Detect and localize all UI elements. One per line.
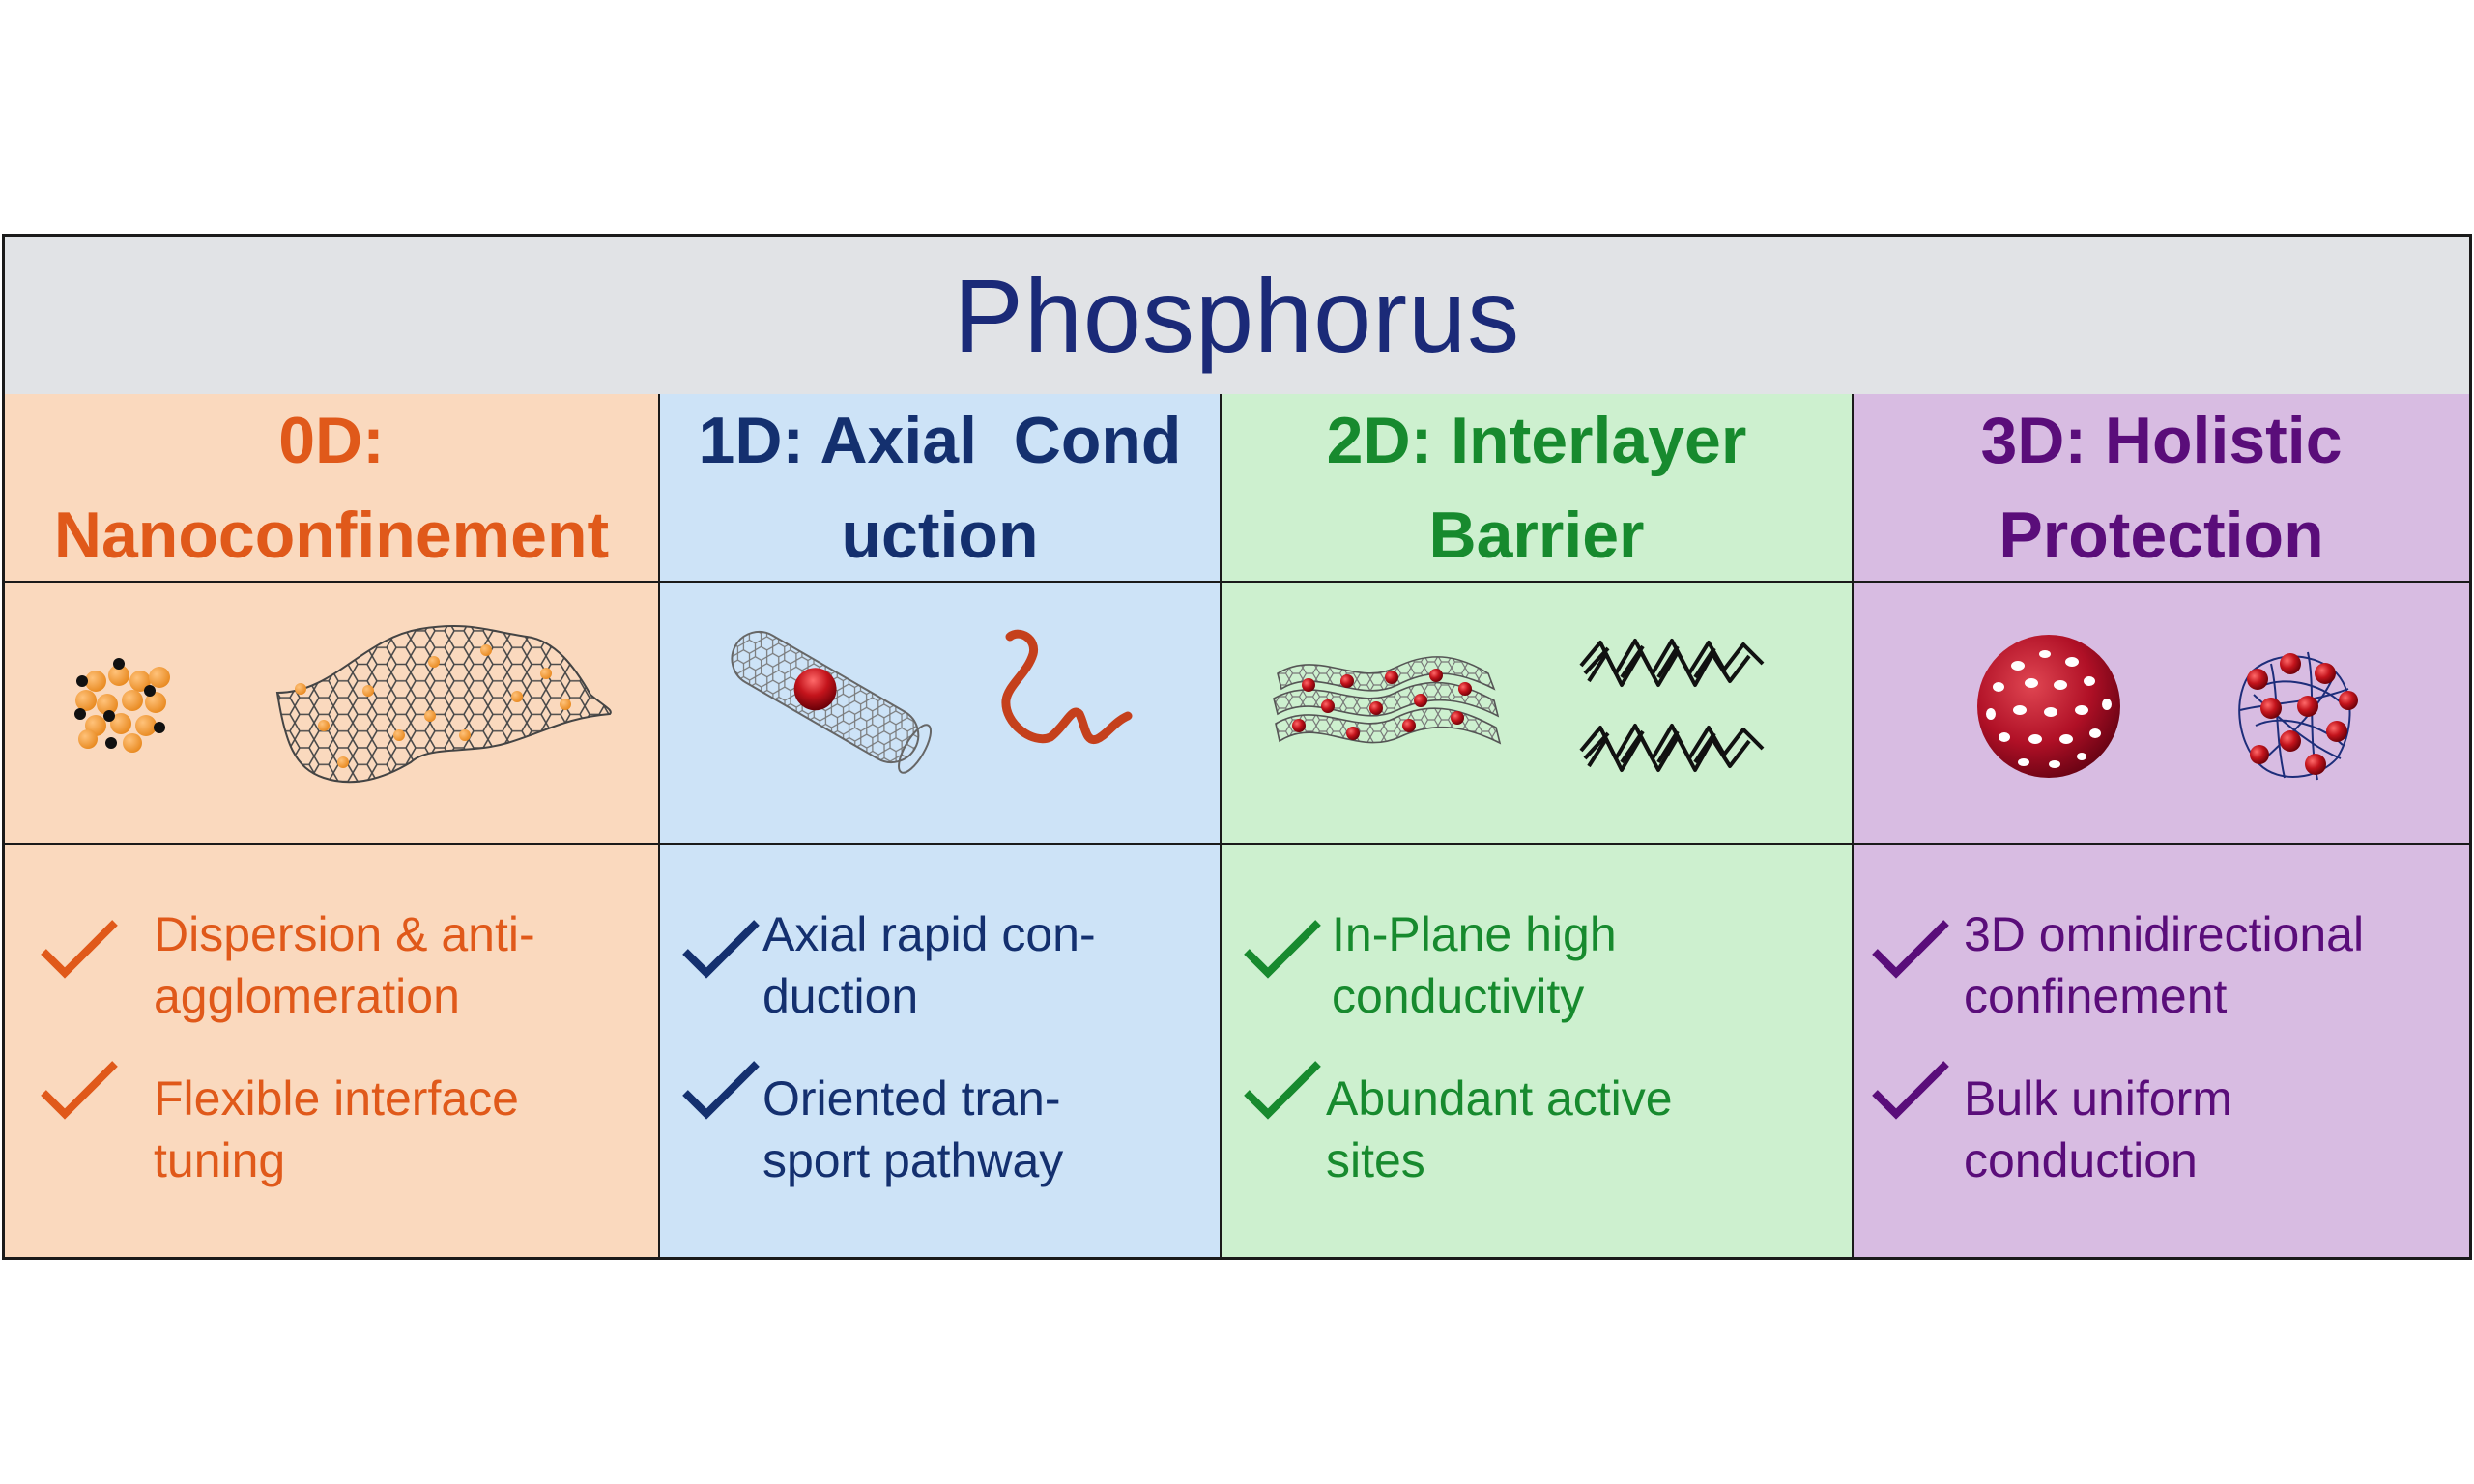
checkmark-icon bbox=[1244, 1061, 1321, 1120]
column-1d: 1D: Axial Cond uction Ax bbox=[658, 394, 1220, 1257]
nanoparticle-cluster-icon bbox=[74, 658, 170, 753]
list-item-text: Abundant active sites bbox=[1326, 1071, 1673, 1187]
column-title-2d: 2D: Interlayer Barrier bbox=[1222, 394, 1852, 583]
list-item-text: Oriented tran- sport pathway bbox=[762, 1071, 1064, 1187]
checkmark-icon bbox=[1244, 920, 1321, 979]
column-title-line2: Barrier bbox=[1428, 498, 1645, 572]
column-title-line2: Nanoconfinement bbox=[53, 498, 610, 572]
image-cell-1d bbox=[660, 581, 1220, 845]
list-item-text: Bulk uniform conduction bbox=[1964, 1071, 2232, 1187]
checkmark-icon bbox=[682, 1061, 760, 1120]
image-cell-0d bbox=[5, 581, 658, 845]
column-title-1d: 1D: Axial Cond uction bbox=[660, 394, 1220, 583]
column-3d: 3D: Holistic Protection bbox=[1852, 394, 2469, 1257]
carbon-nanotube-with-particle-icon bbox=[731, 631, 932, 774]
column-title-line2: Protection bbox=[1999, 498, 2324, 572]
column-title-line2: uction bbox=[841, 498, 1039, 572]
text-cell-2d: In-Plane high conductivity Abundant acti… bbox=[1222, 843, 1852, 1257]
checkmark-icon bbox=[1872, 920, 1949, 979]
checkmark-icon bbox=[41, 1061, 118, 1120]
checkmark-icon bbox=[682, 920, 760, 979]
checkmark-icon bbox=[1872, 1061, 1949, 1120]
phosphorus-chain-icon bbox=[1001, 629, 1133, 744]
page-title: Phosphorus bbox=[953, 257, 1521, 374]
column-title-0d: 0D: Nanoconfinement bbox=[5, 394, 658, 583]
list-item-text: 3D omnidirectional confinement bbox=[1964, 907, 2365, 1023]
list-item-text: Axial rapid con- duction bbox=[762, 907, 1096, 1023]
graphene-sheet-with-particles-icon bbox=[275, 625, 612, 784]
text-cell-3d: 3D omnidirectional confinement Bulk unif… bbox=[1854, 843, 2469, 1257]
column-title-line1: 2D: Interlayer bbox=[1326, 403, 1747, 477]
list-item-text: Dispersion & anti- agglomeration bbox=[154, 907, 535, 1023]
column-title-3d: 3D: Holistic Protection bbox=[1854, 394, 2469, 583]
layered-graphene-with-particles-icon bbox=[1273, 656, 1502, 745]
image-cell-2d bbox=[1222, 581, 1852, 845]
network-with-particles-icon bbox=[2238, 651, 2358, 781]
table-header: Phosphorus bbox=[5, 237, 2469, 396]
column-0d: 0D: Nanoconfinement bbox=[5, 394, 658, 1257]
phosphorus-table: Phosphorus 0D: Nanoconfinement bbox=[2, 234, 2472, 1260]
column-2d: 2D: Interlayer Barrier bbox=[1220, 394, 1852, 1257]
layered-phosphorene-icon bbox=[1579, 639, 1765, 772]
text-cell-1d: Axial rapid con- duction Oriented tran- … bbox=[660, 843, 1220, 1257]
list-item-text: Flexible interface tuning bbox=[154, 1071, 519, 1187]
text-cell-0d: Dispersion & anti- agglomeration Flexibl… bbox=[5, 843, 658, 1257]
column-title-line1: 0D: bbox=[278, 403, 385, 477]
column-title-line1: 1D: Axial Cond bbox=[698, 403, 1182, 477]
column-title-line1: 3D: Holistic bbox=[1980, 403, 2343, 477]
image-cell-3d bbox=[1854, 581, 2469, 845]
checkmark-icon bbox=[41, 920, 118, 979]
porous-sphere-icon bbox=[1977, 635, 2120, 778]
list-item-text: In-Plane high conductivity bbox=[1332, 907, 1617, 1023]
